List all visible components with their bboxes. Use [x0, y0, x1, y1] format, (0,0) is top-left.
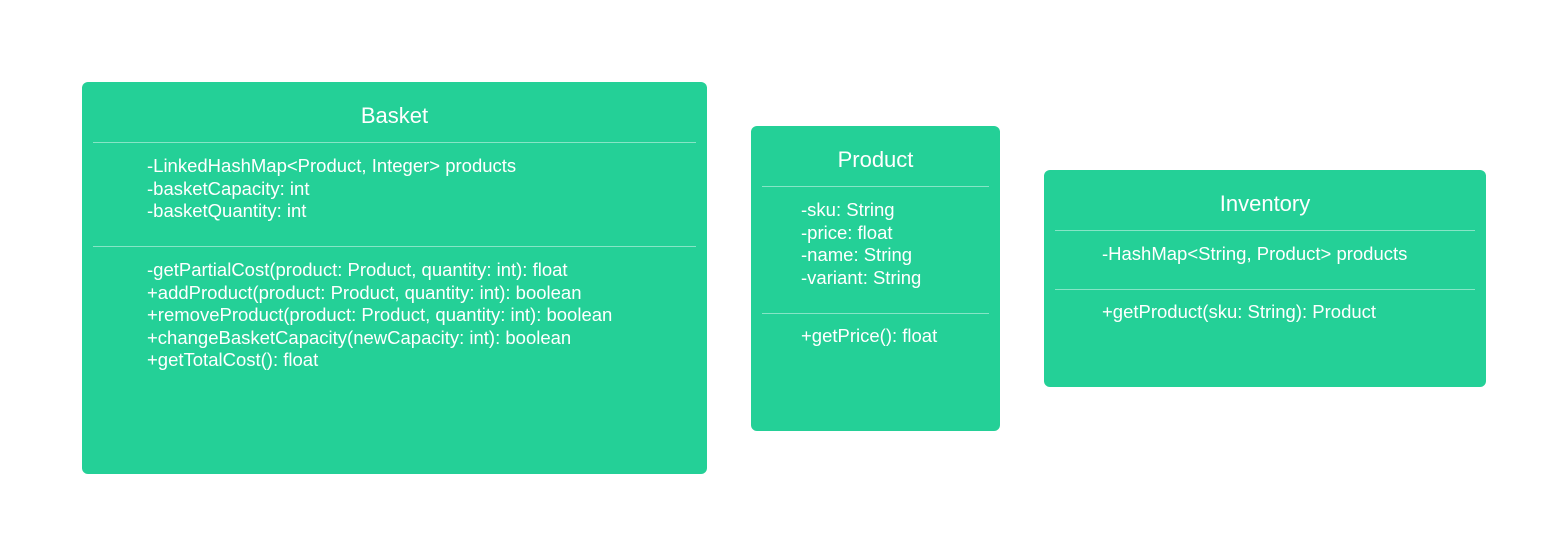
section-divider: [1055, 230, 1475, 231]
section-divider: [93, 142, 696, 143]
attribute-list: -LinkedHashMap<Product, Integer> product…: [82, 143, 707, 246]
attribute-item: -basketQuantity: int: [147, 200, 307, 221]
attribute-item: -sku: String: [801, 199, 895, 220]
operation-list: +getProduct(sku: String): Product: [1044, 290, 1486, 324]
class-box-inventory: Inventory -HashMap<String, Product> prod…: [1044, 170, 1486, 387]
operation-item: +getTotalCost(): float: [147, 349, 319, 370]
attribute-list: -sku: String -price: float -name: String…: [751, 187, 1000, 313]
class-name: Inventory: [1219, 191, 1311, 216]
attribute-item: -HashMap<String, Product> products: [1102, 243, 1408, 264]
section-divider: [762, 186, 989, 187]
class-name: Basket: [360, 103, 429, 128]
section-divider: [1055, 289, 1475, 290]
attribute-item: -variant: String: [801, 266, 922, 288]
attribute-list: -HashMap<String, Product> products: [1044, 231, 1486, 289]
class-name: Product: [837, 147, 914, 172]
attribute-item: -price: float: [801, 221, 893, 243]
operation-list: -getPartialCost(product: Product, quanti…: [82, 247, 707, 372]
operation-item: +addProduct(product: Product, quantity: …: [147, 281, 582, 303]
section-divider: [93, 246, 696, 247]
operation-item: +changeBasketCapacity(newCapacity: int):…: [147, 326, 572, 348]
section-divider: [762, 313, 989, 314]
attribute-item: -LinkedHashMap<Product, Integer> product…: [147, 155, 517, 176]
operation-item: +removeProduct(product: Product, quantit…: [147, 304, 613, 325]
operation-item: -getPartialCost(product: Product, quanti…: [147, 259, 568, 280]
operation-item: +getProduct(sku: String): Product: [1102, 301, 1377, 322]
attribute-item: -name: String: [801, 244, 913, 265]
attribute-item: -basketCapacity: int: [147, 177, 310, 199]
operation-list: +getPrice(): float: [751, 314, 1000, 348]
class-box-basket: Basket -LinkedHashMap<Product, Integer> …: [82, 82, 707, 474]
operation-item: +getPrice(): float: [801, 325, 938, 346]
class-box-product: Product -sku: String -price: float -name…: [751, 126, 1000, 431]
